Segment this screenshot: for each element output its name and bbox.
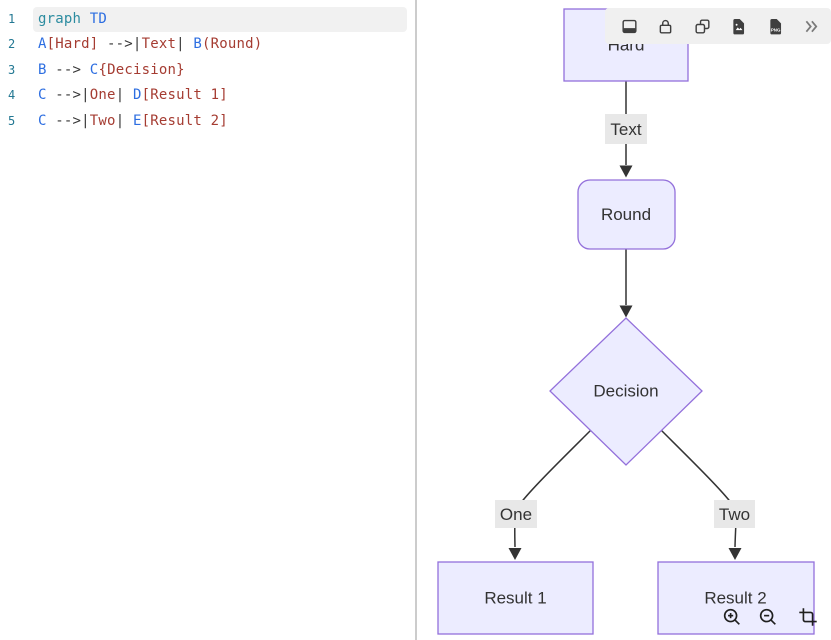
zoom-out-icon bbox=[759, 608, 776, 625]
crop-icon bbox=[799, 608, 817, 626]
code-line-4[interactable]: 4 C -->|One| D[Result 1] bbox=[0, 83, 415, 108]
code-token: --> bbox=[46, 61, 90, 78]
code-token: C bbox=[89, 61, 99, 78]
code-line-2[interactable]: 2 A[Hard] -->|Text| B(Round) bbox=[0, 32, 415, 57]
code-token: -->| bbox=[46, 87, 90, 104]
code-token: TD bbox=[89, 11, 108, 27]
code-token: [Hard] bbox=[46, 36, 99, 53]
code-text[interactable]: B --> C{Decision} bbox=[33, 58, 415, 83]
flowchart-svg: Hard Round Decision Result 1 Result 2 Te… bbox=[437, 8, 815, 635]
code-token: [Result 2] bbox=[141, 112, 228, 129]
code-token: Two bbox=[89, 112, 116, 129]
code-token: B bbox=[38, 61, 47, 78]
code-token: One bbox=[89, 87, 116, 104]
code-text[interactable]: A[Hard] -->|Text| B(Round) bbox=[33, 32, 415, 57]
code-line-5[interactable]: 5 C -->|Two| E[Result 2] bbox=[0, 109, 415, 134]
arrowhead bbox=[728, 548, 742, 560]
export-svg-icon bbox=[733, 18, 745, 34]
code-token: | bbox=[115, 87, 133, 104]
lock-button[interactable] bbox=[656, 16, 676, 36]
png-badge: PNG bbox=[771, 27, 781, 32]
code-token: | bbox=[115, 112, 133, 129]
node-round[interactable] bbox=[577, 179, 676, 250]
arrowhead bbox=[508, 548, 522, 560]
edge-label-one: One bbox=[500, 505, 532, 524]
pane-resize-divider[interactable] bbox=[415, 0, 417, 640]
edge-label-text-bg bbox=[605, 114, 647, 144]
edge-label-two-bg bbox=[714, 500, 755, 528]
line-number: 5 bbox=[8, 113, 16, 128]
copy-icon bbox=[695, 18, 710, 34]
export-png-button[interactable]: PNG bbox=[765, 16, 785, 36]
arrowhead bbox=[619, 305, 633, 318]
node-result2-label: Result 2 bbox=[704, 589, 766, 608]
zoom-out-button[interactable] bbox=[757, 606, 779, 628]
diagram-toolbar: PNG bbox=[605, 8, 831, 44]
edge-label-text: Text bbox=[610, 120, 641, 139]
zoom-in-button[interactable] bbox=[721, 606, 743, 628]
node-result1-label: Result 1 bbox=[484, 589, 546, 608]
view-toggle-button[interactable] bbox=[619, 16, 639, 36]
export-png-icon: PNG bbox=[770, 18, 781, 34]
zoom-in-icon bbox=[723, 608, 740, 625]
chevrons-right-icon bbox=[806, 20, 818, 32]
edge-decision-result1 bbox=[513, 428, 593, 548]
line-number: 1 bbox=[8, 12, 16, 26]
view-toggle-icon bbox=[621, 19, 637, 33]
code-token: (Round) bbox=[202, 36, 263, 53]
export-svg-button[interactable] bbox=[729, 16, 749, 36]
edge-label-one-bg bbox=[495, 500, 537, 528]
copy-button[interactable] bbox=[692, 16, 712, 36]
code-text[interactable]: graph TD bbox=[33, 7, 407, 33]
code-token: | bbox=[176, 36, 194, 53]
node-result1[interactable] bbox=[437, 561, 594, 635]
arrowhead bbox=[619, 165, 633, 178]
code-token: graph bbox=[38, 11, 90, 27]
code-token: C bbox=[38, 87, 47, 104]
more-button[interactable] bbox=[802, 16, 822, 36]
line-number: 4 bbox=[8, 88, 16, 103]
code-token: E bbox=[132, 112, 142, 129]
code-token: {Decision} bbox=[98, 61, 185, 78]
reset-view-button[interactable] bbox=[797, 606, 819, 628]
code-token: D bbox=[132, 87, 142, 104]
code-token: -->| bbox=[46, 112, 90, 129]
node-decision[interactable] bbox=[549, 317, 703, 466]
node-round-label: Round bbox=[601, 205, 651, 224]
lock-icon bbox=[659, 19, 672, 34]
code-token: [Result 1] bbox=[141, 87, 228, 104]
code-text[interactable]: C -->|One| D[Result 1] bbox=[33, 83, 415, 108]
code-token: A bbox=[38, 36, 47, 53]
code-token: C bbox=[38, 112, 47, 129]
line-number: 2 bbox=[8, 37, 16, 52]
code-token: B bbox=[193, 36, 202, 53]
code-text[interactable]: C -->|Two| E[Result 2] bbox=[33, 109, 415, 134]
diagram-pane[interactable]: Hard Round Decision Result 1 Result 2 Te… bbox=[417, 0, 831, 640]
edge-label-two: Two bbox=[719, 505, 750, 524]
code-line-3[interactable]: 3 B --> C{Decision} bbox=[0, 58, 415, 83]
line-number: 3 bbox=[8, 62, 16, 77]
node-decision-label: Decision bbox=[593, 382, 658, 401]
code-token: -->| bbox=[98, 36, 142, 53]
code-token: Text bbox=[141, 36, 177, 53]
code-line-1[interactable]: 1 graph TD bbox=[0, 7, 415, 33]
code-editor-pane[interactable]: 1 graph TD 2 A[Hard] -->|Text| B(Round) … bbox=[0, 0, 415, 640]
edge-decision-result2 bbox=[659, 428, 737, 548]
